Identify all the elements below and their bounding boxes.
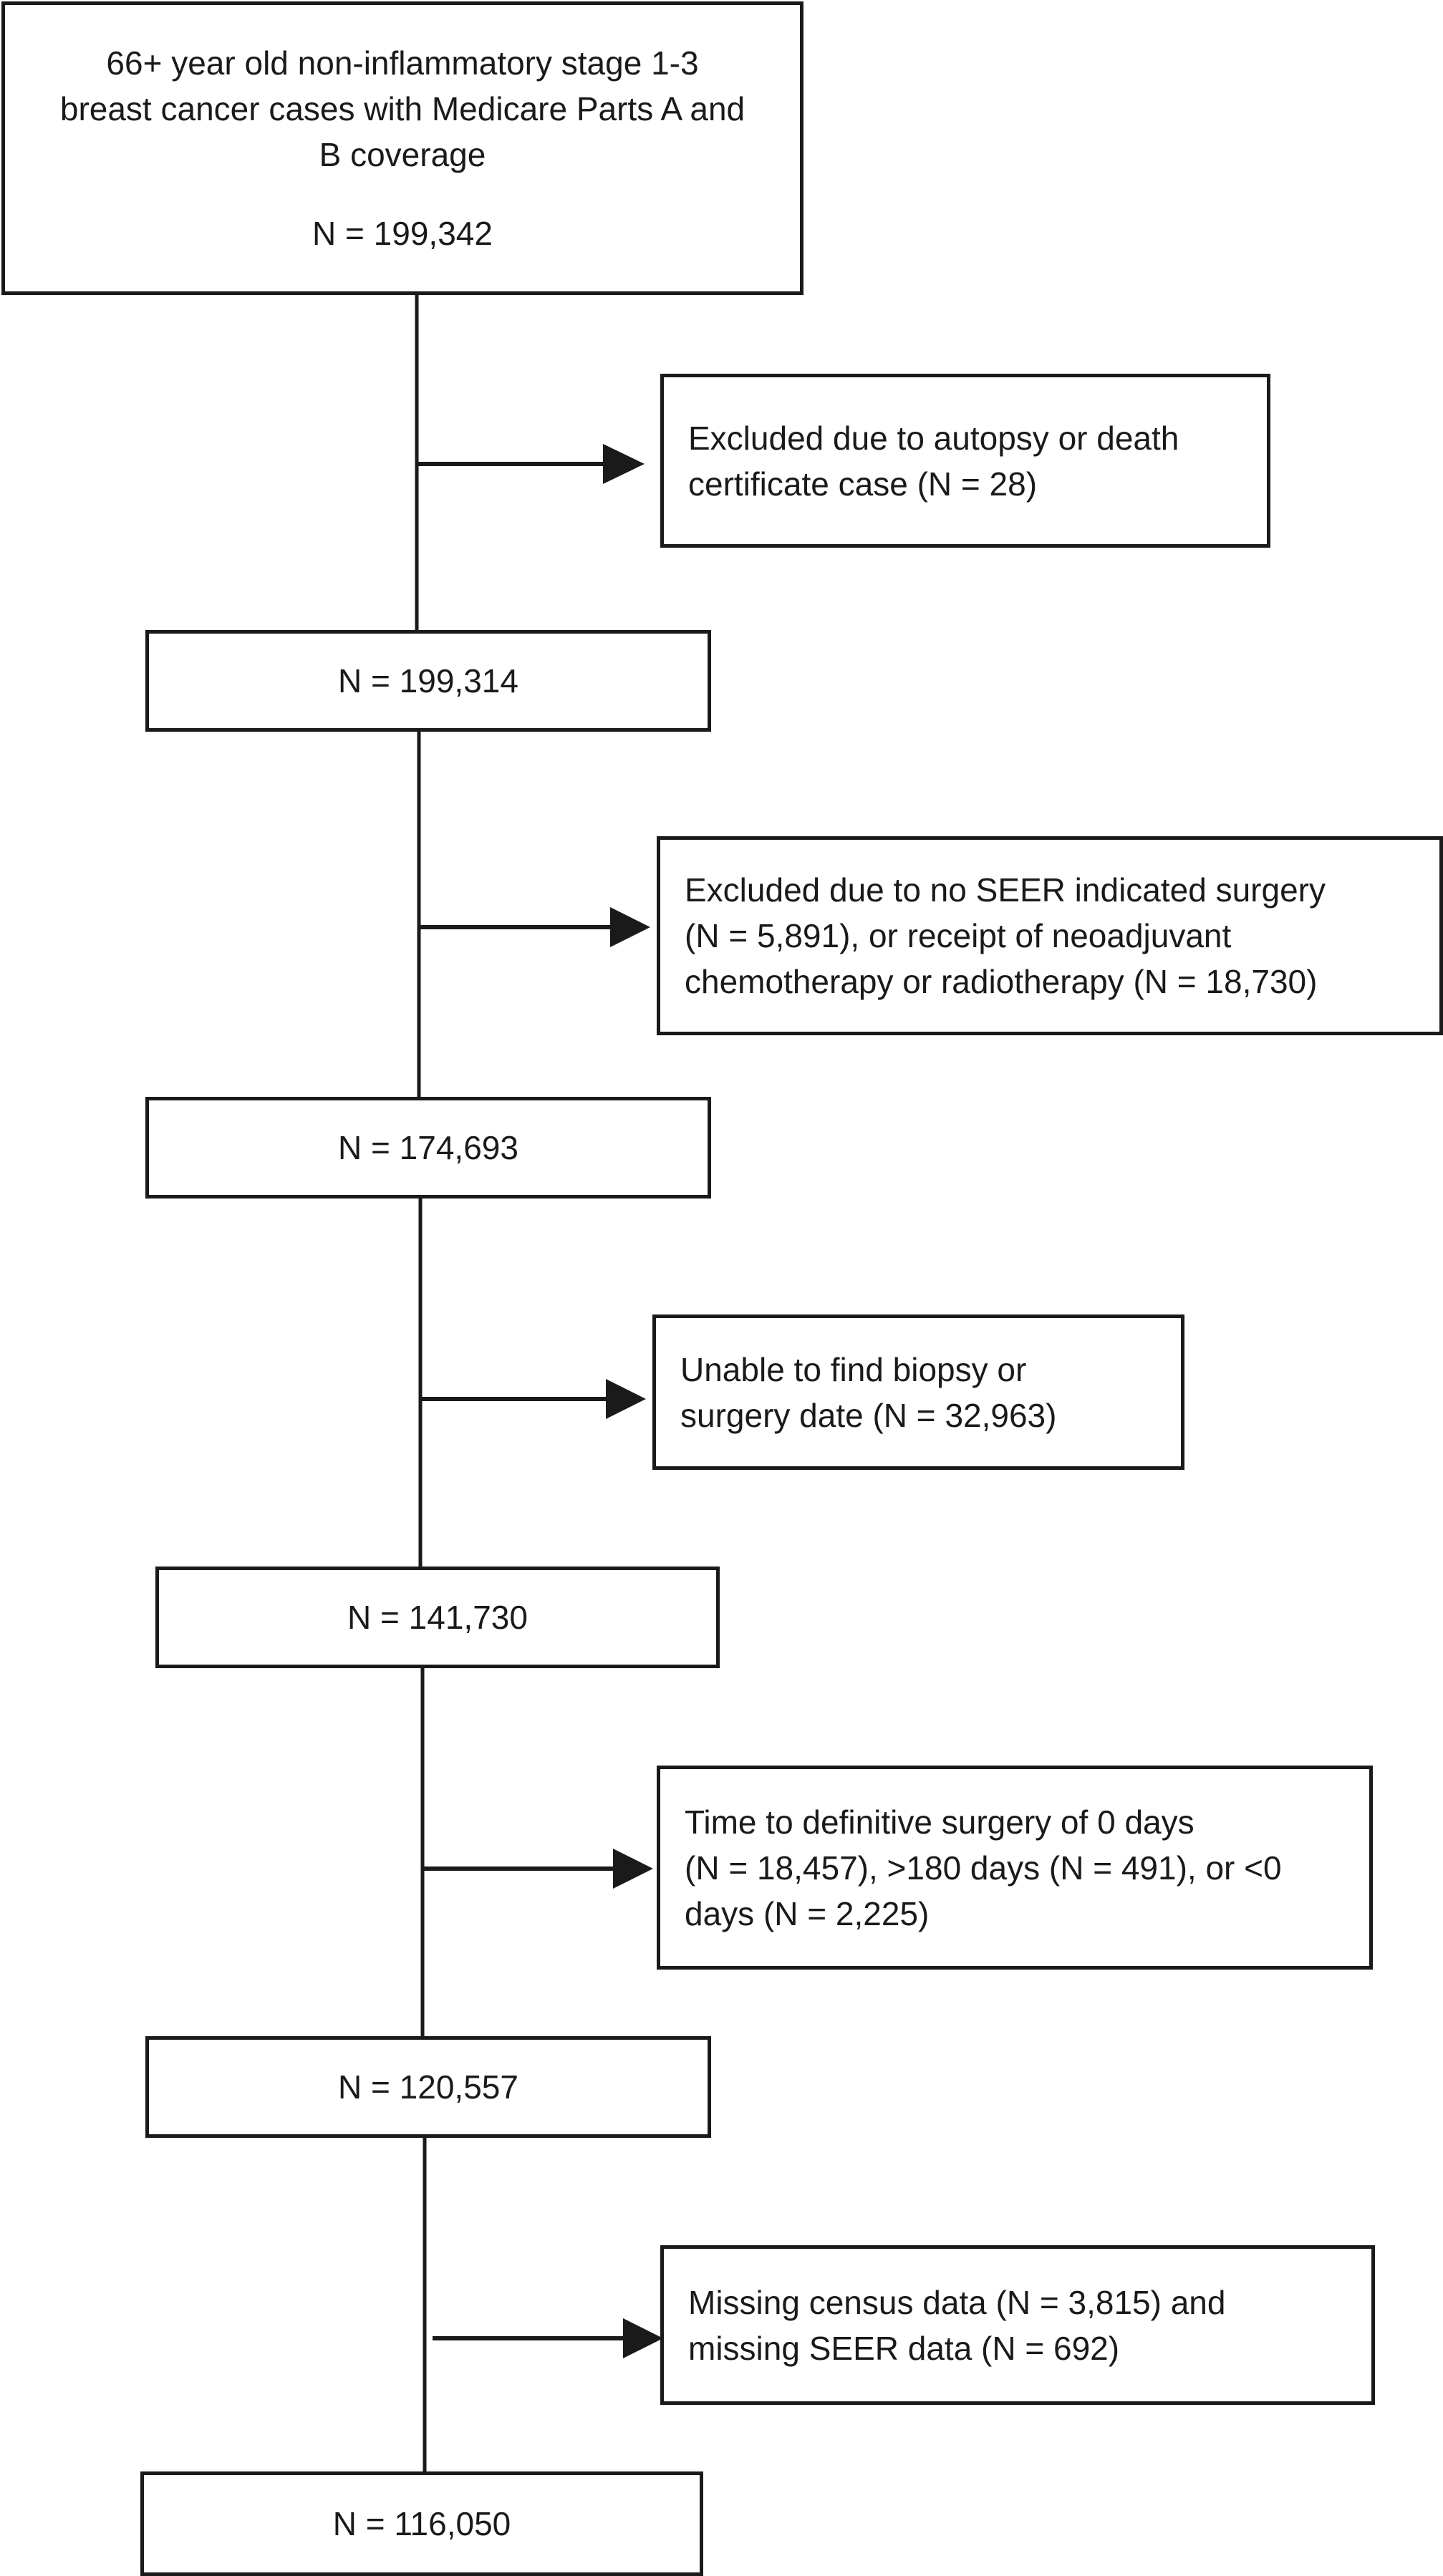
main-box-2-count: N = 199,314: [338, 662, 518, 699]
exclusion-box-3: Unable to find biopsy or surgery date (N…: [652, 1314, 1184, 1470]
exclusion-arrowhead-3: [606, 1379, 646, 1419]
exclusion-box-2-text: Excluded due to no SEER indicated surger…: [685, 871, 1326, 1000]
initial-cohort-description: 66+ year old non-inflammatory stage 1-3 …: [59, 44, 745, 173]
main-box-4-count: N = 141,730: [347, 1599, 528, 1636]
main-box-3: N = 174,693: [145, 1097, 711, 1199]
exclusion-arrowhead-1: [603, 444, 645, 484]
exclusion-arrowhead-5: [623, 2318, 663, 2358]
main-box-final-cohort: N = 116,050: [140, 2471, 703, 2576]
exclusion-box-5: Missing census data (N = 3,815) and miss…: [660, 2245, 1375, 2405]
main-box-initial-cohort: 66+ year old non-inflammatory stage 1-3 …: [1, 1, 803, 295]
exclusion-box-1-text: Excluded due to autopsy or death certifi…: [688, 419, 1179, 503]
exclusion-box-4-text: Time to definitive surgery of 0 days (N …: [685, 1803, 1282, 1932]
main-box-4: N = 141,730: [155, 1567, 720, 1668]
main-box-3-count: N = 174,693: [338, 1129, 518, 1166]
exclusion-box-5-text: Missing census data (N = 3,815) and miss…: [688, 2283, 1226, 2367]
final-cohort-count: N = 116,050: [332, 2505, 511, 2542]
exclusion-box-1: Excluded due to autopsy or death certifi…: [660, 374, 1270, 548]
exclusion-box-2: Excluded due to no SEER indicated surger…: [657, 836, 1443, 1035]
main-box-2: N = 199,314: [145, 630, 711, 732]
initial-cohort-count: N = 199,342: [312, 215, 493, 252]
exclusion-arrowhead-2: [610, 907, 650, 947]
exclusion-arrowhead-4: [613, 1849, 653, 1889]
main-box-5: N = 120,557: [145, 2036, 711, 2138]
exclusion-box-3-text: Unable to find biopsy or surgery date (N…: [680, 1350, 1057, 1434]
main-box-5-count: N = 120,557: [338, 2068, 518, 2106]
exclusion-box-4: Time to definitive surgery of 0 days (N …: [657, 1766, 1373, 1970]
